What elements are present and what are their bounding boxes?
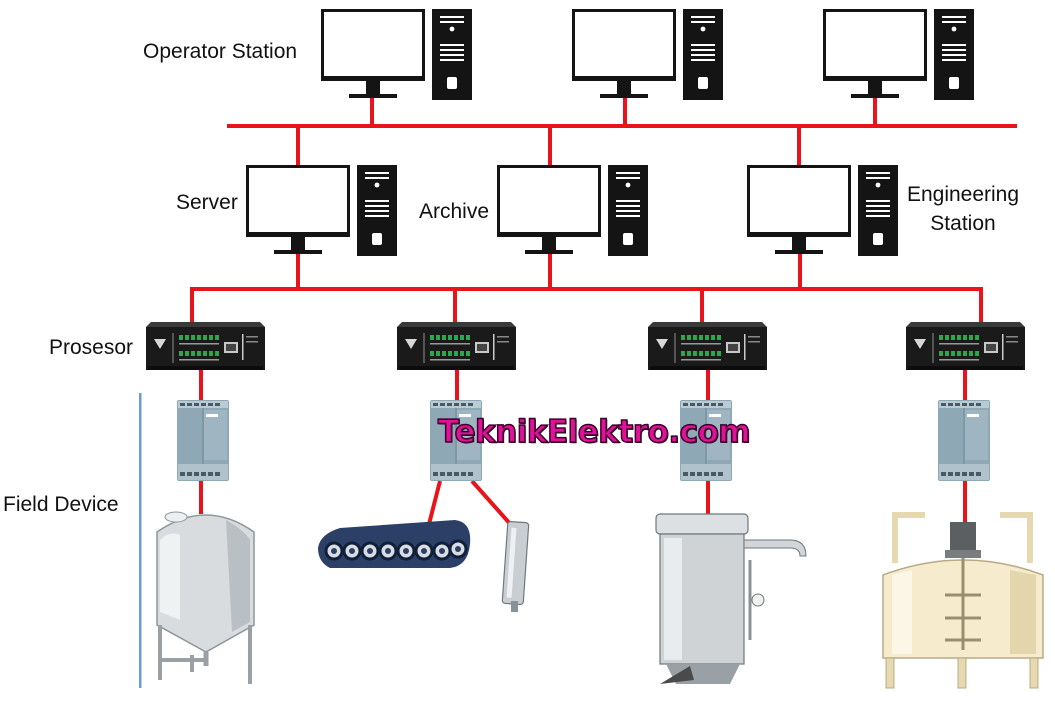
server-workstation: [246, 165, 397, 256]
boiler-vessel-icon: [655, 513, 807, 684]
engineering-station-label-line1: Engineering: [906, 183, 1020, 206]
prosesor-label: Prosesor: [49, 336, 134, 359]
archive-label: Archive: [419, 200, 490, 223]
watermark-text: TeknikElektro.com: [437, 413, 751, 451]
engineering-station-label: Engineering Station: [900, 180, 1026, 238]
processor-unit-3: [648, 322, 767, 370]
engineering-station-label-line2: Station: [930, 212, 996, 235]
server-label: Server: [176, 191, 238, 214]
field-device-divider: [139, 393, 142, 688]
field-device-label: Field Device: [3, 493, 119, 516]
processor-unit-4: [906, 322, 1025, 370]
storage-tank-icon: [156, 511, 255, 684]
engineering-workstation: [747, 165, 898, 256]
operator-station-2: [572, 9, 723, 100]
conveyor-icon: [318, 520, 471, 568]
processor-unit-1: [146, 322, 265, 370]
io-module-1: [176, 399, 230, 482]
operator-station-label: Operator Station: [143, 40, 298, 63]
operator-station-1: [321, 9, 472, 100]
mixer-tank-icon: [882, 512, 1044, 689]
processor-unit-2: [397, 322, 516, 370]
archive-workstation: [497, 165, 648, 256]
io-module-4: [937, 399, 991, 482]
pneumatic-cylinder-icon: [501, 521, 530, 612]
network-lines: [190, 92, 1017, 524]
operator-station-3: [823, 9, 974, 100]
